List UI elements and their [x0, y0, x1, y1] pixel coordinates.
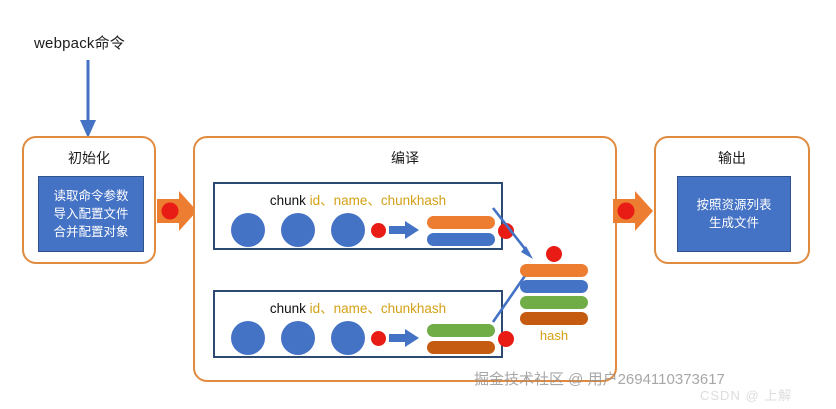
module-circle	[281, 321, 315, 355]
red-dot-icon	[371, 331, 386, 346]
chunk-2-row	[215, 318, 514, 358]
chunk-1-keyword: chunk	[269, 193, 306, 208]
watermark: 掘金技术社区 @ 用户2694110373617	[474, 371, 725, 388]
module-circle	[281, 213, 315, 247]
right-arrow-icon	[389, 221, 419, 239]
red-dot-icon	[546, 246, 562, 262]
stage-compile-title: 编译	[391, 150, 419, 166]
down-arrow-icon	[80, 60, 96, 138]
module-circle	[331, 213, 365, 247]
output-line-2: 生成文件	[708, 216, 759, 230]
chunk-1-asset-bar-bottom	[427, 233, 495, 246]
chunk-1-asset-bar-top	[427, 216, 495, 229]
chunk-2-keyword: chunk	[269, 301, 306, 316]
red-dot-icon	[498, 223, 514, 239]
stage-initialization-title: 初始化	[68, 150, 110, 166]
module-circle	[231, 321, 265, 355]
hash-bar-2	[520, 280, 588, 293]
hash-bar-4	[520, 312, 588, 325]
chunk-1-caption: chunk id、name、chunkhash	[215, 189, 501, 209]
initialization-line-2: 导入配置文件	[53, 206, 129, 221]
stage-initialization: 初始化 读取命令参数 导入配置文件 合并配置对象	[22, 136, 156, 264]
chunk-2-asset-bar-top	[427, 324, 495, 337]
chunk-box-1: chunk id、name、chunkhash	[213, 182, 514, 250]
hash-label: hash	[539, 328, 569, 343]
output-detail-panel: 按照资源列表 生成文件	[677, 176, 791, 252]
initialization-line-3: 合并配置对象	[53, 225, 129, 240]
chunk-1-attributes: id、name、chunkhash	[309, 193, 447, 208]
output-line-1: 按照资源列表	[696, 197, 772, 212]
chunk-2-attributes: id、name、chunkhash	[309, 301, 447, 316]
red-dot-icon	[498, 331, 514, 347]
hash-bar-3	[520, 296, 588, 309]
webpack-command-label: webpack命令	[34, 35, 126, 52]
stage-output: 输出 按照资源列表 生成文件	[654, 136, 810, 264]
hash-bar-1	[520, 264, 588, 277]
initialization-detail-panel: 读取命令参数 导入配置文件 合并配置对象	[38, 176, 144, 252]
chunk-2-asset-bar-bottom	[427, 341, 495, 354]
chunk-box-2: chunk id、name、chunkhash	[213, 290, 514, 358]
stage-output-title: 输出	[718, 150, 746, 166]
red-dot-icon	[371, 223, 386, 238]
hash-stack: hash	[516, 246, 592, 343]
module-circle	[231, 213, 265, 247]
chunk-2-caption: chunk id、name、chunkhash	[215, 297, 501, 317]
chunk-1-row	[215, 210, 514, 250]
watermark-faint: CSDN @ 上解	[700, 388, 793, 403]
block-arrow-right-icon-compile-to-output	[613, 191, 653, 231]
block-arrow-right-icon-init-to-compile	[157, 191, 197, 231]
initialization-line-1: 读取命令参数	[53, 188, 129, 203]
stage-compile: 编译 chunk id、name、chunkhash	[193, 136, 617, 382]
module-circle	[331, 321, 365, 355]
right-arrow-icon	[389, 329, 419, 347]
